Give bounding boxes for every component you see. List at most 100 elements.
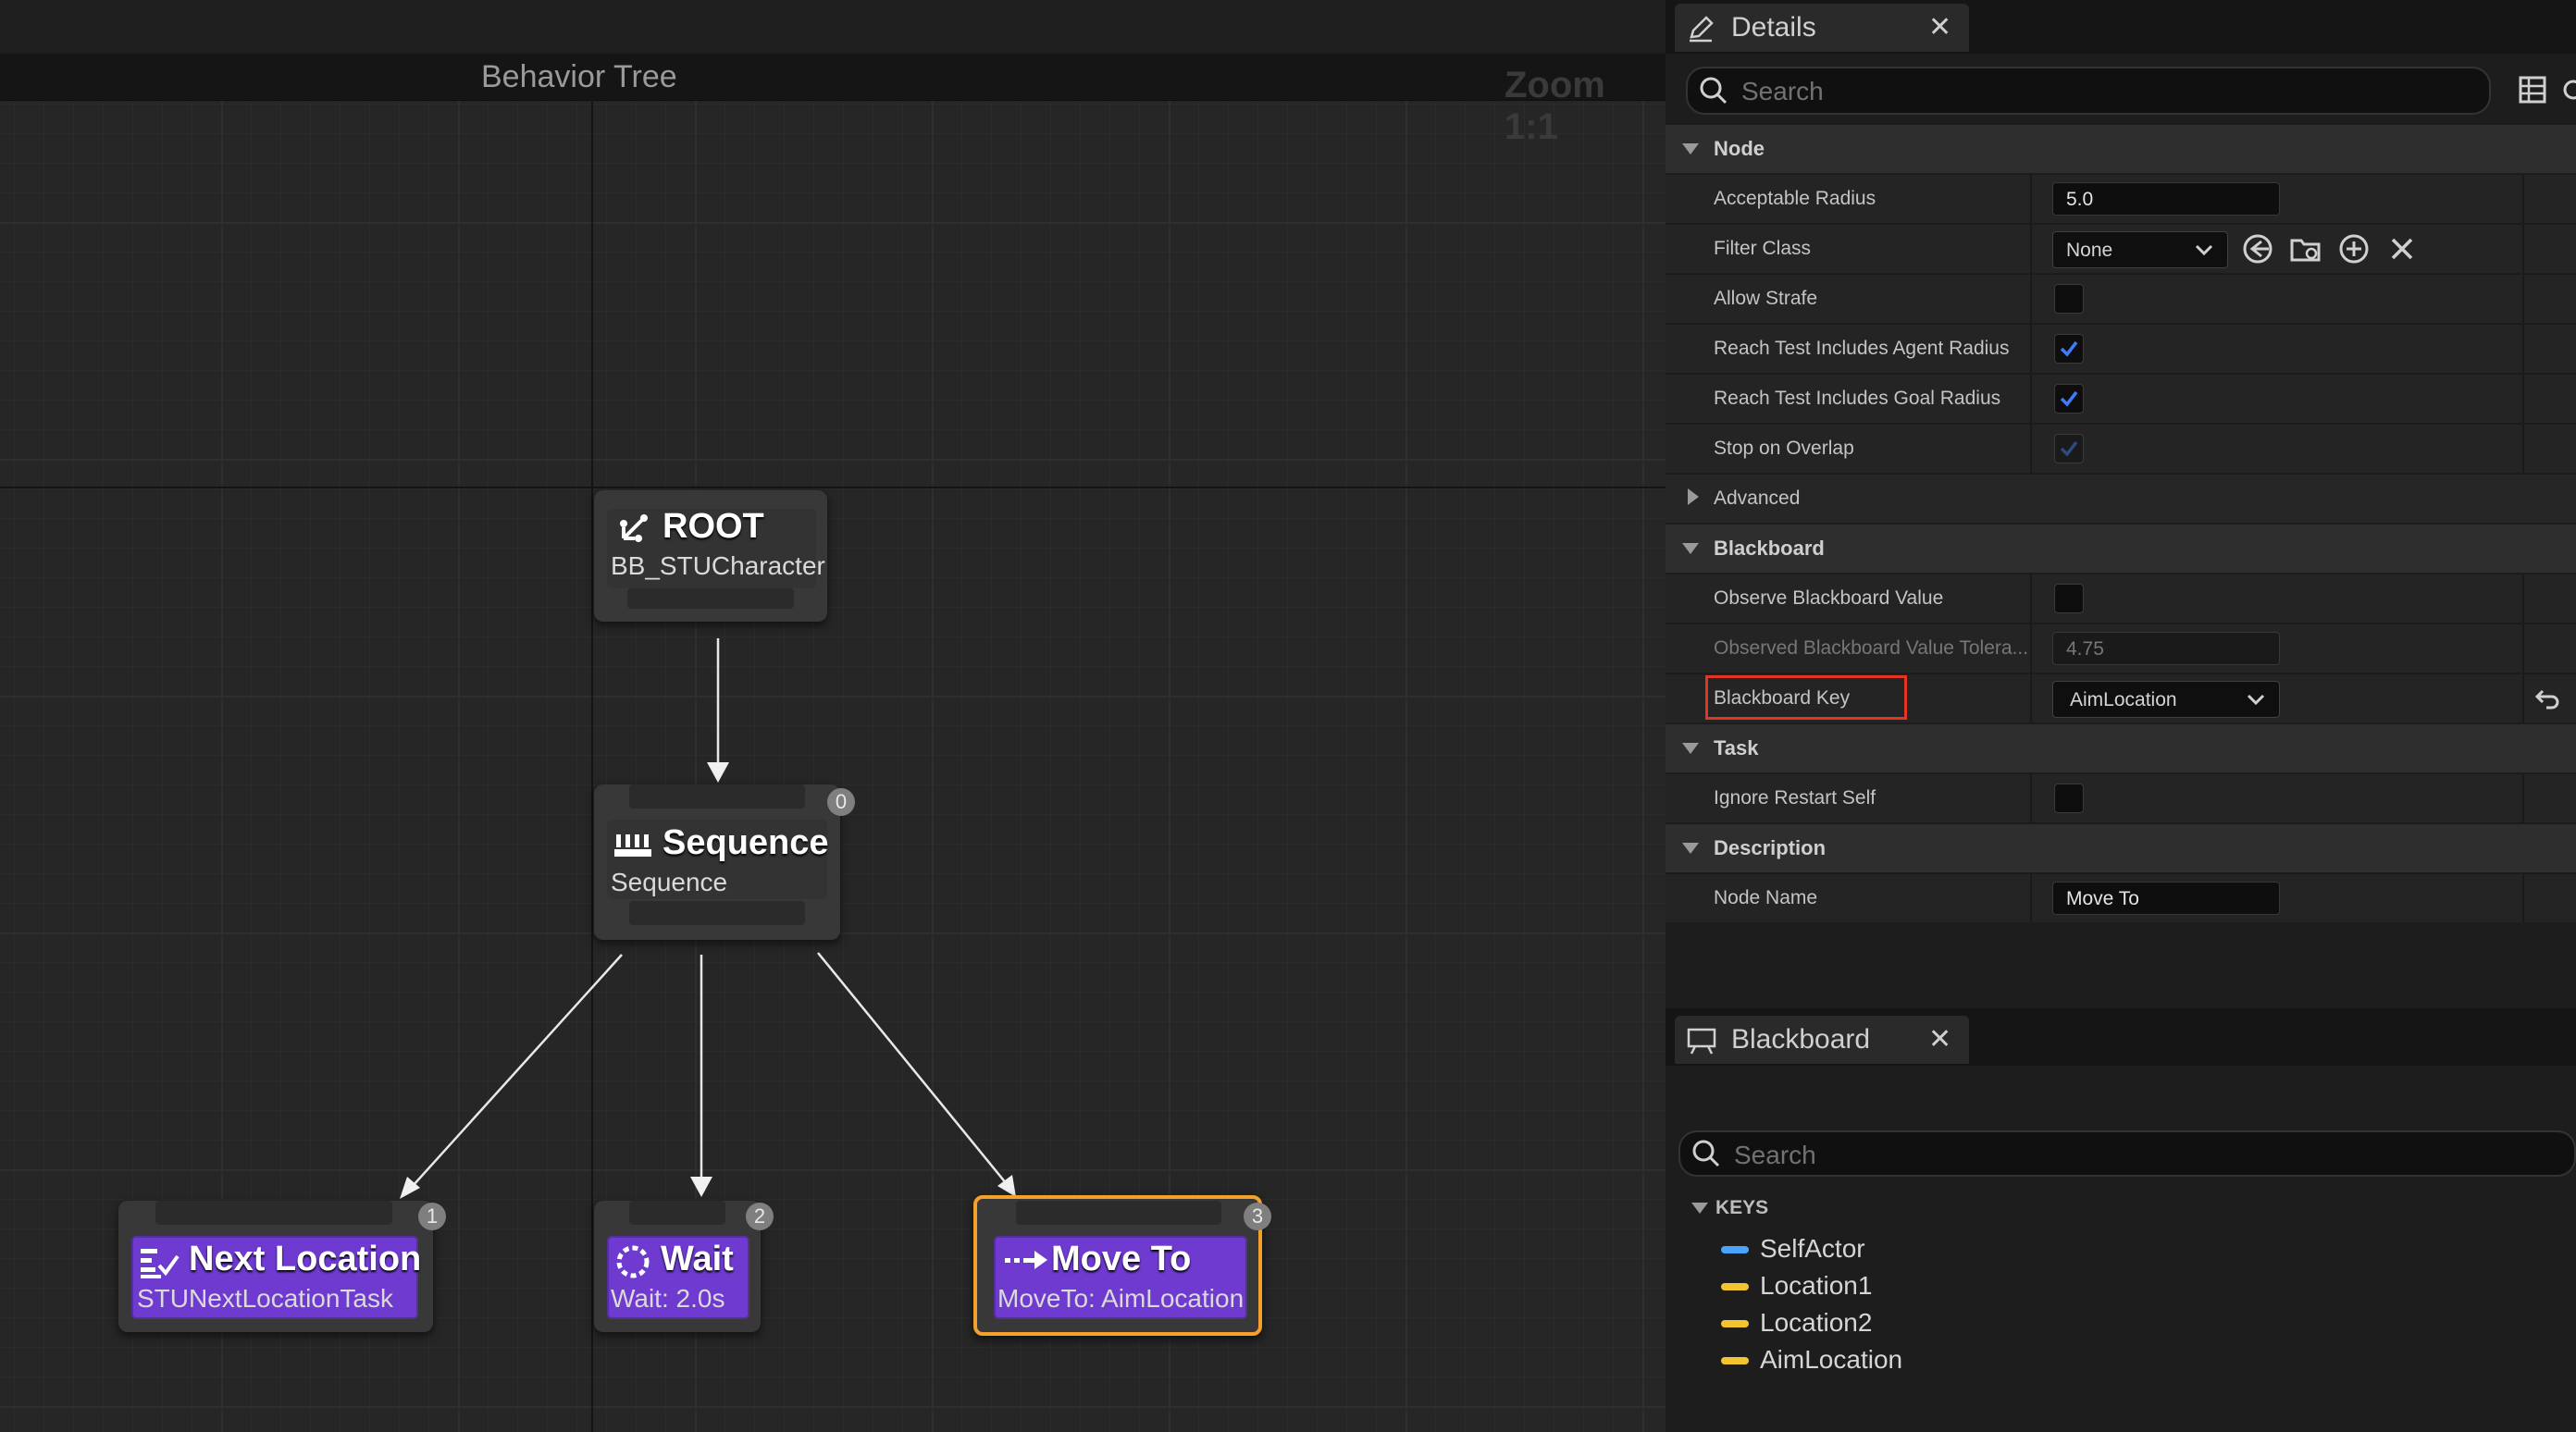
close-icon[interactable]: ✕ (1928, 1024, 1952, 1055)
ignore-restart-self-checkbox[interactable] (2054, 784, 2084, 813)
blackboard-key-highlight (1705, 675, 1907, 720)
observed-tolerance-value: 4.75 (2066, 638, 2104, 660)
root-output-pin[interactable] (627, 588, 794, 609)
ignore-restart-self-label: Ignore Restart Self (1714, 787, 1876, 809)
use-selected-icon[interactable] (2241, 232, 2274, 265)
acceptable-radius-field[interactable]: 5.0 (2052, 182, 2280, 216)
blackboard-key-label: Blackboard Key (1714, 687, 1851, 709)
next-location-node[interactable]: Next Location STUNextLocationTask (118, 1201, 433, 1332)
gear-icon[interactable] (2557, 74, 2576, 105)
row-advanced[interactable]: Advanced (1666, 474, 2576, 523)
column-divider (2030, 874, 2032, 922)
search-icon (1692, 1140, 1720, 1167)
graph-title-bar (0, 54, 1666, 101)
graph-title: Behavior Tree (481, 59, 677, 94)
row-allow-strafe: Allow Strafe (1666, 274, 2576, 323)
observed-tolerance-label: Observed Blackboard Value Tolera... (1714, 637, 2029, 659)
key-label: AimLocation (1760, 1345, 1903, 1374)
wait-index-badge: 2 (746, 1203, 774, 1230)
tab-details[interactable]: Details ✕ (1675, 4, 1969, 52)
column-divider (2522, 275, 2524, 323)
blackboard-search-input[interactable] (1732, 1136, 2451, 1175)
browse-folder-icon[interactable] (2289, 232, 2322, 265)
blackboard-key-dropdown[interactable]: AimLocation (2052, 681, 2280, 718)
behavior-tree-graph[interactable]: Behavior Tree Zoom 1:1 ROOT BB_STUCharac… (0, 0, 1666, 1432)
filter-class-dropdown[interactable]: None (2052, 231, 2228, 268)
checkmark-icon (2060, 390, 2078, 407)
checkmark-icon (2060, 340, 2078, 357)
sequence-node[interactable]: Sequence Sequence (594, 784, 840, 940)
edge-sequence-nextlocation (412, 954, 623, 1187)
column-divider (2030, 325, 2032, 373)
column-divider (2522, 375, 2524, 423)
edge-sequence-moveto (817, 952, 1008, 1185)
details-search-input[interactable] (1740, 72, 2384, 111)
details-search-bar (1686, 67, 2491, 115)
move-to-input-pin[interactable] (1016, 1201, 1221, 1225)
section-blackboard[interactable]: Blackboard (1666, 524, 2576, 573)
table-view-icon[interactable] (2519, 76, 2546, 104)
section-task[interactable]: Task (1666, 723, 2576, 772)
tab-details-label: Details (1731, 12, 1816, 43)
column-divider (2030, 674, 2032, 722)
sequence-index-badge: 0 (827, 788, 855, 816)
column-divider (2522, 674, 2524, 722)
details-tab-strip: Details ✕ (1666, 0, 2576, 54)
sequence-icon (614, 834, 651, 857)
graph-axis-horizontal (0, 487, 1666, 488)
next-location-input-pin[interactable] (155, 1201, 392, 1225)
allow-strafe-checkbox[interactable] (2054, 284, 2084, 314)
section-node[interactable]: Node (1666, 124, 2576, 173)
row-node-name: Node Name Move To (1666, 873, 2576, 922)
observe-blackboard-checkbox[interactable] (2054, 584, 2084, 613)
column-divider (2030, 574, 2032, 623)
row-filter-class: Filter Class None (1666, 224, 2576, 273)
move-to-node[interactable]: Move To MoveTo: AimLocation (973, 1195, 1262, 1336)
tab-blackboard[interactable]: Blackboard ✕ (1675, 1016, 1969, 1064)
stop-on-overlap-checkbox[interactable] (2054, 434, 2084, 463)
row-acceptable-radius: Acceptable Radius 5.0 (1666, 174, 2576, 223)
column-divider (2030, 425, 2032, 473)
allow-strafe-label: Allow Strafe (1714, 288, 1818, 309)
reset-to-default-icon[interactable] (2533, 685, 2561, 711)
column-divider (2522, 175, 2524, 223)
wait-node-subtitle: Wait: 2.0s (611, 1284, 725, 1313)
column-divider (2522, 874, 2524, 922)
column-divider (2522, 225, 2524, 273)
sequence-output-pin[interactable] (629, 901, 805, 925)
add-icon[interactable] (2337, 232, 2371, 265)
clear-icon[interactable] (2385, 232, 2419, 265)
column-divider (2030, 275, 2032, 323)
section-description[interactable]: Description (1666, 823, 2576, 872)
move-to-node-body (994, 1236, 1247, 1319)
root-node-title: ROOT (663, 507, 764, 546)
chevron-right-icon (1688, 488, 1699, 505)
chevron-down-icon[interactable] (1691, 1203, 1708, 1214)
row-observed-tolerance: Observed Blackboard Value Tolera... 4.75 (1666, 623, 2576, 673)
reach-goal-radius-checkbox[interactable] (2054, 384, 2084, 414)
column-divider (2030, 175, 2032, 223)
move-to-index-badge: 3 (1244, 1203, 1271, 1230)
key-label: SelfActor (1760, 1234, 1865, 1263)
section-description-label: Description (1714, 836, 1827, 859)
sequence-input-pin[interactable] (629, 784, 805, 809)
checkmark-icon (2060, 440, 2078, 457)
wait-node[interactable]: Wait Wait: 2.0s (594, 1201, 761, 1332)
reach-agent-radius-label: Reach Test Includes Agent Radius (1714, 338, 2010, 359)
next-location-node-body (131, 1236, 418, 1319)
row-stop-on-overlap: Stop on Overlap (1666, 424, 2576, 473)
section-blackboard-label: Blackboard (1714, 537, 1825, 560)
blackboard-search-bar (1678, 1130, 2576, 1177)
column-divider (2030, 774, 2032, 822)
key-label: Location2 (1760, 1308, 1873, 1337)
wait-input-pin[interactable] (629, 1201, 725, 1225)
root-node[interactable]: ROOT BB_STUCharacter (594, 490, 827, 622)
row-ignore-restart-self: Ignore Restart Self (1666, 773, 2576, 822)
key-type-swatch (1721, 1283, 1749, 1290)
reach-agent-radius-checkbox[interactable] (2054, 334, 2084, 364)
chevron-down-icon (1682, 543, 1699, 554)
node-name-field[interactable]: Move To (2052, 882, 2280, 915)
acceptable-radius-value: 5.0 (2066, 189, 2094, 210)
blackboard-tab-strip: Blackboard ✕ (1666, 1008, 2576, 1066)
close-icon[interactable]: ✕ (1928, 12, 1952, 43)
